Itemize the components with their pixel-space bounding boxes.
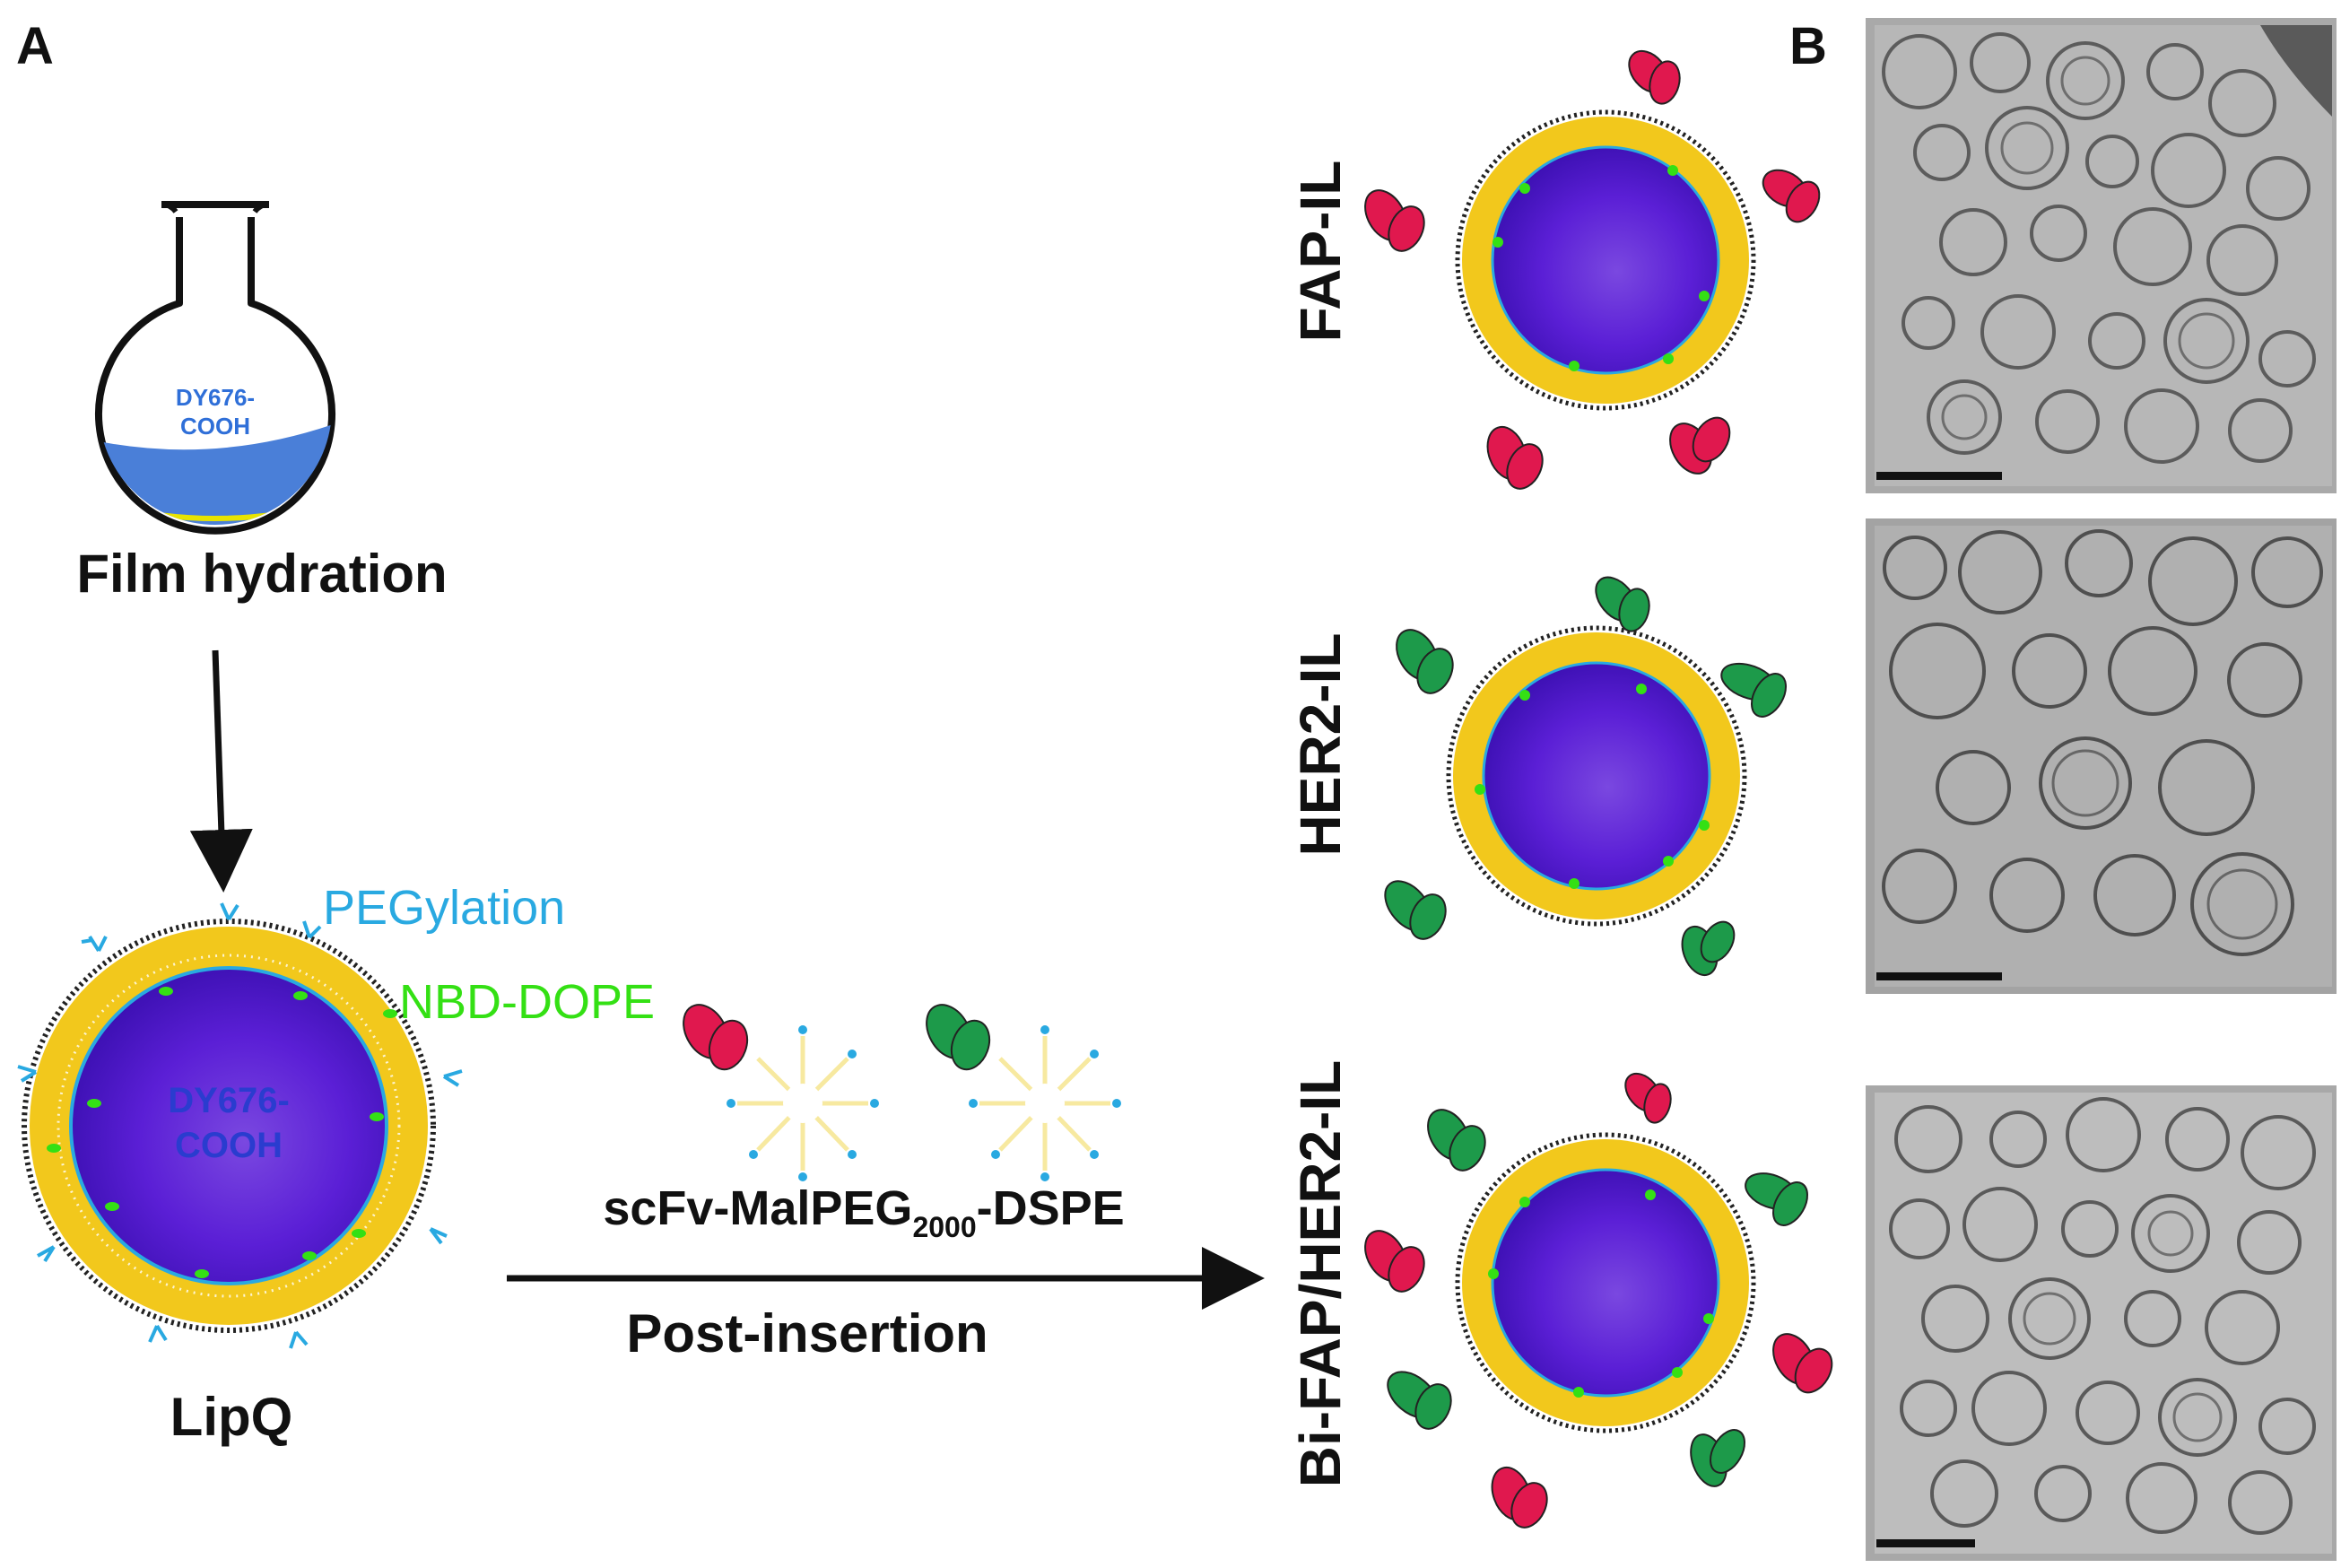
- panel-a-letter: A: [16, 17, 54, 75]
- lipq-label: LipQ: [170, 1387, 293, 1447]
- fap-micelle: [683, 1004, 879, 1181]
- tem-image-bi-fap-her2-il: [1866, 1085, 2337, 1561]
- fap-scfv-icon: [1364, 49, 1821, 490]
- her2-scfv-icon-bi: [1387, 1109, 1808, 1487]
- fap-scfv-icon-bi: [1364, 1072, 1833, 1529]
- down-arrow: [189, 649, 253, 893]
- tem-image-her2-il: [1866, 518, 2337, 994]
- flask-label-line2: COOH: [180, 413, 250, 440]
- panel-b-liposomes: [1364, 49, 1833, 1529]
- lipq-core-label-line1: DY676-: [168, 1081, 290, 1120]
- fap-il-liposome: [1364, 49, 1821, 490]
- her2-micelle: [926, 1004, 1121, 1181]
- round-bottom-flask-icon: [95, 201, 335, 535]
- her2-scfv-icon: [1384, 576, 1787, 977]
- reagent-label: scFv-MalPEG2000-DSPE: [603, 1181, 1124, 1243]
- her2-il-liposome: [1384, 576, 1787, 977]
- lipq-core-label-line2: COOH: [175, 1126, 283, 1165]
- tem-image-fap-il: [1866, 18, 2337, 493]
- reagent-subscript: 2000: [912, 1211, 976, 1243]
- panel-a-diagram: DY676- COOH Film hydration: [17, 201, 1265, 1447]
- film-hydration-label: Film hydration: [76, 544, 447, 604]
- pegylation-label: PEGylation: [323, 881, 565, 935]
- bi-fap-her2-il-liposome: [1364, 1072, 1833, 1529]
- reagent-suffix: -DSPE: [977, 1181, 1125, 1235]
- flask-label-line1: DY676-: [176, 384, 255, 411]
- reagent-prefix: scFv-MalPEG: [603, 1181, 912, 1235]
- post-insertion-label: Post-insertion: [626, 1303, 988, 1363]
- panel-b-letter: B: [1789, 17, 1827, 75]
- nbd-dope-label: NBD-DOPE: [399, 975, 655, 1029]
- lipq-liposome: [17, 902, 463, 1349]
